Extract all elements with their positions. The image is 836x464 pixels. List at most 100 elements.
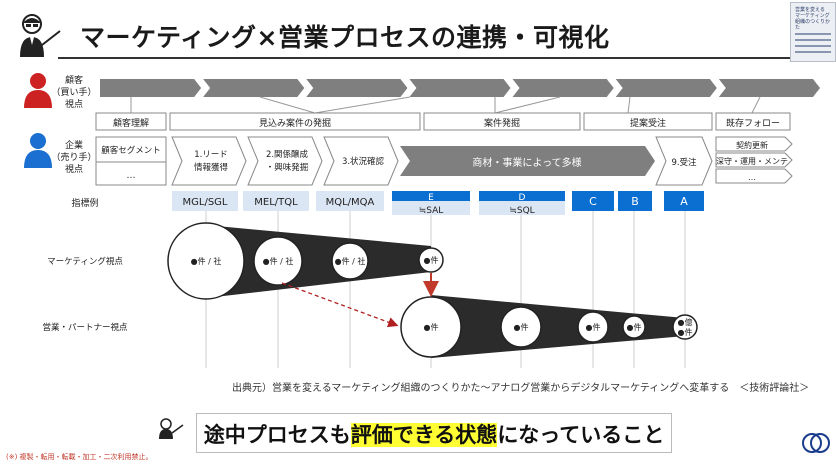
book-cover-line [795, 51, 831, 53]
book-cover-line [795, 45, 831, 47]
seller-segment-box [95, 136, 167, 186]
kpi-box-top [479, 191, 565, 201]
kpi-sub-label: ≒SAL [419, 206, 444, 216]
phase-label: 案件発掘 [484, 117, 520, 129]
seller-label-line: 企業 [65, 139, 83, 151]
sales-circle-label: ●件 [514, 322, 529, 332]
conclusion-before: 途中プロセスも [203, 423, 351, 447]
sales-funnel-band [431, 295, 685, 358]
buyer-stage-arrow [718, 79, 820, 97]
phase-label: 既存フォロー [726, 117, 780, 129]
buyer-stage-arrow [512, 79, 614, 97]
kpi-box-bottom [479, 201, 565, 215]
person-head [30, 73, 46, 89]
marketing-circle [253, 236, 303, 286]
kpi-box-bottom [392, 201, 470, 215]
person-head [30, 133, 46, 149]
kpi-box [172, 191, 238, 211]
footnote: (※) 複製・転用・転載・加工・二次利用禁止。 [6, 453, 153, 461]
phase-label: 提案受注 [630, 117, 666, 129]
buyer-stage-arrow [615, 79, 717, 97]
kpi-box-top [392, 191, 470, 201]
seller-step-chevron [247, 136, 323, 186]
seller-step-label: 情報獲得 [194, 162, 229, 173]
phase-box [95, 112, 167, 131]
buyer-stage-arrow [203, 79, 305, 97]
seller-banner-arrow [400, 146, 655, 176]
buyer-fan-line [627, 96, 631, 114]
phase-label: 顧客理解 [113, 117, 149, 129]
seller-step-chevron [323, 136, 399, 186]
marketing-circle [167, 222, 245, 300]
seller-segment-ellipsis: … [127, 171, 136, 181]
seller-step-label: 3.状況確認 [342, 156, 385, 167]
buyer-person-icon [24, 73, 52, 108]
marketing-circle [418, 247, 444, 273]
kpi-label: MQL/MQA [326, 197, 375, 208]
seller-order-label: 9.受注 [671, 157, 697, 168]
kpi-label: D [519, 193, 526, 203]
buyer-fan-line [494, 96, 561, 114]
book-cover-line [795, 33, 831, 35]
buyer-fan-line [751, 96, 761, 114]
seller-followup-label: 深守・運用・メンテ [716, 156, 788, 166]
buyer-stage-arrow [100, 79, 202, 97]
phase-box [715, 112, 791, 131]
volume-circles: ●件 / 社●件 / 社●件 / 社●件●件●件●件●件●億●件 [167, 222, 698, 358]
seller-order-chevron [655, 136, 713, 186]
seller-segment-label: 顧客セグメント [101, 145, 161, 156]
sales-circle [500, 306, 542, 348]
buyer-fan-line [314, 96, 411, 114]
sales-circle-label: ●件 [627, 322, 642, 332]
source-citation: 出典元）営業を変えるマーケティング組織のつくりかた～アナログ営業からデジタルマー… [232, 383, 810, 394]
seller-followup-box [715, 136, 793, 152]
page-title: マーケティング×営業プロセスの連携・可視化 [80, 23, 610, 52]
buyer-label-line: （買い手） [51, 86, 96, 98]
seller-step-label: 1.リード [194, 150, 228, 160]
buyer-label-line: 顧客 [65, 74, 83, 86]
sales-circle-label: ●件 [678, 327, 693, 337]
seller-banner-label: 商材・事業によって多様 [472, 156, 581, 169]
buyer-journey-arrows [100, 79, 820, 114]
kpi-label: B [631, 195, 639, 208]
marketing-circle [331, 242, 369, 280]
buyer-fan-line [259, 96, 316, 114]
conclusion-highlight: 評価できる状態 [350, 423, 498, 447]
presenter-icon [20, 14, 61, 57]
kpi-label: E [428, 193, 434, 203]
person-body [24, 90, 52, 108]
buyer-label: 顧客（買い手）視点 [51, 74, 96, 110]
kpi-label: A [680, 195, 688, 208]
seller-followup-box [715, 168, 793, 184]
kpi-label: MEL/TQL [254, 197, 298, 208]
company-logo [802, 433, 830, 453]
marketing-circle-label: ●件 / 社 [335, 256, 366, 266]
seller-step-label: ・興味発掘 [266, 162, 309, 173]
kpi-label: MGL/SGL [183, 197, 228, 208]
seller-followup-label: 契約更新 [736, 140, 768, 150]
marketing-circle-label: ●件 [424, 255, 439, 265]
buyer-stage-arrow [409, 79, 511, 97]
book-cover-image: 営業を変える マーケティング組織のつくりかた [790, 2, 836, 62]
sales-circle [622, 315, 646, 339]
marketing-circle-label: ●件 / 社 [191, 256, 222, 266]
kpi-row-label: 指標例 [71, 197, 98, 209]
phase-box [169, 112, 421, 131]
seller-step-label: 2.関係醸成 [266, 149, 309, 160]
kpi-label: C [589, 195, 597, 208]
sales-circle [577, 311, 609, 343]
phase-row: 顧客理解見込み案件の発掘案件発掘提案受注既存フォロー [95, 112, 791, 131]
kpi-box [618, 191, 652, 211]
conclusion-box: 途中プロセスも評価できる状態になっていること [196, 413, 672, 453]
marketing-row-label: マーケティング視点 [47, 256, 123, 267]
sales-circle-label: ●億 [678, 317, 693, 327]
seller-step-chevron [171, 136, 247, 186]
kpi-box [664, 191, 704, 211]
phase-box [423, 112, 581, 131]
kpi-box [572, 191, 614, 211]
sales-row-label: 営業・パートナー視点 [42, 322, 128, 333]
